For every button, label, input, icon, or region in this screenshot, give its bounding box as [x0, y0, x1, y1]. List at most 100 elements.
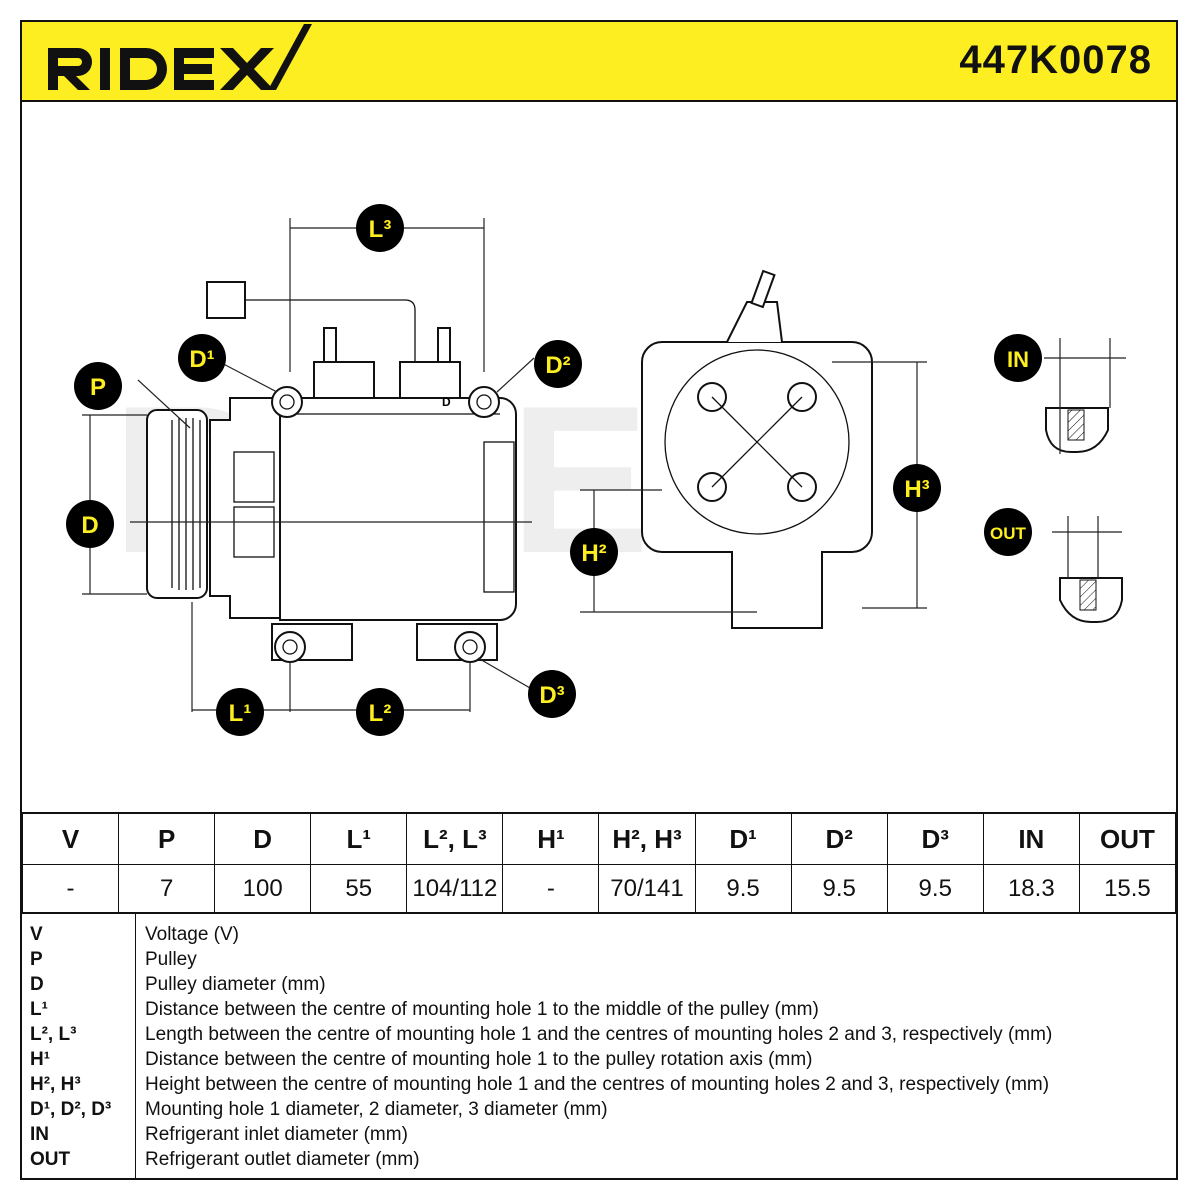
svg-text:H²: H² — [581, 540, 606, 567]
spec-value-row: - 7 100 55 104/112 - 70/141 9.5 9.5 9.5 … — [21, 864, 1177, 914]
legend-desc: Voltage (V) — [145, 924, 239, 945]
column-header: D¹ — [694, 812, 792, 865]
svg-text:D³: D³ — [539, 682, 564, 709]
legend-key: OUT — [30, 1149, 71, 1170]
legend-desc: Distance between the centre of mounting … — [145, 1049, 813, 1070]
legend-desc: Mounting hole 1 diameter, 2 diameter, 3 … — [145, 1099, 608, 1120]
column-header: IN — [982, 812, 1080, 865]
legend-row: D¹, D², D³ Mounting hole 1 diameter, 2 d… — [22, 1097, 1176, 1122]
legend: V Voltage (V) P Pulley D Pulley diameter… — [22, 912, 1176, 1178]
label-badge-L2: L² — [356, 688, 404, 736]
legend-desc: Pulley — [145, 949, 197, 970]
column-header: D — [214, 812, 312, 865]
table-cell: 18.3 — [982, 864, 1080, 914]
rear-cover-detail — [483, 441, 515, 593]
legend-desc: Refrigerant outlet diameter (mm) — [145, 1149, 420, 1170]
legend-desc: Height between the centre of mounting ho… — [145, 1074, 1050, 1095]
column-header: H¹ — [502, 812, 600, 865]
svg-text:L³: L³ — [369, 216, 392, 243]
legend-row: H¹ Distance between the centre of mounti… — [22, 1047, 1176, 1072]
table-cell: 55 — [310, 864, 408, 914]
legend-key: P — [30, 949, 43, 970]
compressor-rear-view — [641, 269, 873, 629]
svg-text:L¹: L¹ — [229, 700, 252, 727]
table-cell: 9.5 — [886, 864, 984, 914]
legend-key: D — [30, 974, 44, 995]
legend-key: H², H³ — [30, 1074, 81, 1095]
label-badge-D2: D² — [534, 340, 582, 388]
port-mark: D — [442, 395, 451, 409]
column-header: V — [21, 812, 120, 865]
label-badge-H2: H² — [570, 528, 618, 576]
column-header: L¹ — [310, 812, 408, 865]
table-cell: - — [21, 864, 120, 914]
pulley — [146, 409, 208, 599]
legend-key: L¹ — [30, 999, 48, 1020]
svg-text:D: D — [81, 512, 98, 539]
ridex-logo — [48, 24, 312, 90]
legend-desc: Distance between the centre of mounting … — [145, 999, 819, 1020]
label-badge-H3: H³ — [893, 464, 941, 512]
legend-row: L¹ Distance between the centre of mounti… — [22, 997, 1176, 1022]
mounting-hole-3 — [454, 631, 486, 663]
column-header: OUT — [1078, 812, 1177, 865]
table-cell: 9.5 — [790, 864, 888, 914]
table-cell: 15.5 — [1078, 864, 1177, 914]
label-badge-L3: L³ — [356, 204, 404, 252]
mounting-hole-1b — [274, 631, 306, 663]
pressure-valve — [726, 301, 783, 343]
column-header: H², H³ — [598, 812, 696, 865]
svg-text:H³: H³ — [904, 476, 929, 503]
svg-text:D²: D² — [545, 352, 570, 379]
port-sections — [1044, 338, 1126, 623]
column-header: L², L³ — [406, 812, 504, 865]
legend-row: L², L³ Length between the centre of moun… — [22, 1022, 1176, 1047]
datasheet-frame: 447K0078 RIDEX — [20, 20, 1178, 1180]
svg-text:OUT: OUT — [990, 524, 1027, 543]
svg-text:L²: L² — [369, 700, 392, 727]
label-badge-IN: IN — [994, 334, 1042, 382]
label-badge-D3: D³ — [528, 670, 576, 718]
legend-key: H¹ — [30, 1049, 51, 1070]
legend-divider — [135, 914, 136, 1178]
legend-row: OUT Refrigerant outlet diameter (mm) — [22, 1147, 1176, 1172]
electrical-connector — [206, 281, 246, 319]
label-badge-D1: D¹ — [178, 334, 226, 382]
table-cell: 104/112 — [406, 864, 504, 914]
table-cell: 70/141 — [598, 864, 696, 914]
label-badge-OUT: OUT — [984, 508, 1032, 556]
compressor-body — [279, 397, 517, 621]
column-header: P — [118, 812, 216, 865]
header-bar: 447K0078 — [22, 22, 1176, 102]
mounting-hole-1 — [271, 386, 303, 418]
label-badge-P: P — [74, 362, 122, 410]
table-cell: 100 — [214, 864, 312, 914]
svg-text:IN: IN — [1007, 347, 1029, 372]
table-cell: 9.5 — [694, 864, 792, 914]
svg-text:D¹: D¹ — [189, 346, 214, 373]
legend-key: IN — [30, 1124, 49, 1145]
legend-desc: Pulley diameter (mm) — [145, 974, 326, 995]
column-header: D³ — [886, 812, 984, 865]
compressor-side-view: D — [130, 281, 532, 663]
table-cell: - — [502, 864, 600, 914]
label-badge-L1: L¹ — [216, 688, 264, 736]
legend-row: V Voltage (V) — [22, 922, 1176, 947]
clutch-housing — [209, 397, 281, 619]
port-left — [313, 361, 375, 399]
clutch-detail-a — [233, 451, 275, 503]
legend-desc: Length between the centre of mounting ho… — [145, 1024, 1053, 1045]
legend-key: L², L³ — [30, 1024, 77, 1045]
legend-row: P Pulley — [22, 947, 1176, 972]
rear-housing — [641, 341, 873, 629]
legend-key: D¹, D², D³ — [30, 1099, 112, 1120]
legend-row: IN Refrigerant inlet diameter (mm) — [22, 1122, 1176, 1147]
connector-cable — [245, 299, 416, 362]
technical-drawing: RIDEX — [22, 102, 1176, 812]
legend-row: H², H³ Height between the centre of moun… — [22, 1072, 1176, 1097]
rear-cover-circle — [664, 349, 850, 535]
pulley-grooves — [171, 418, 201, 590]
mounting-hole-2 — [468, 386, 500, 418]
spec-header-row: V P D L¹ L², L³ H¹ H², H³ D¹ D² D³ IN OU… — [21, 812, 1177, 865]
port-right — [399, 361, 461, 399]
